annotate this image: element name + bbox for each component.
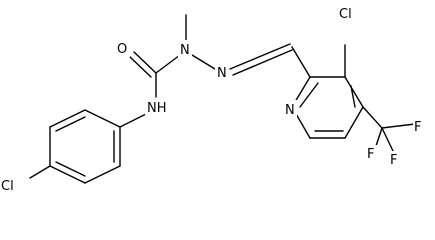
bonds (29, 14, 416, 184)
label-bg-nh (145, 98, 169, 116)
atom-labels: Cl O N N NH N Cl F F F (0, 4, 425, 194)
atom-n2: N (217, 66, 227, 81)
bond-ph-4 (49, 165, 86, 184)
atom-f2: F (367, 147, 374, 162)
bond-ph-1 (84, 109, 121, 128)
atom-n1: N (180, 43, 190, 58)
bond-py-inner-2 (350, 85, 356, 108)
bond-ph-inner-2 (55, 161, 86, 177)
label-bg-f3 (389, 151, 401, 167)
label-bg-f1 (413, 118, 425, 134)
bond-ph-inner-1 (55, 116, 86, 132)
atom-cl-phenyl: Cl (1, 179, 14, 194)
atom-cl-top: Cl (339, 7, 352, 22)
atom-f1: F (414, 120, 421, 135)
bond-c-n1 (155, 54, 181, 74)
bond-ph-2 (49, 109, 86, 128)
bond-c-o-a (133, 51, 157, 74)
bond-n2-ch-a (229, 43, 291, 70)
bond-c-o-b (128, 55, 152, 78)
label-bg-n1 (178, 40, 192, 58)
label-bg-n-py (283, 100, 297, 118)
atom-f3: F (390, 153, 397, 168)
molecule-svg: Cl O N N NH N Cl F F F (0, 4, 425, 194)
bond-py-1 (291, 46, 311, 78)
bond-cf3-f1 (381, 127, 394, 152)
label-bg-f2 (366, 145, 378, 161)
label-bg-cl-bottom (0, 176, 22, 194)
bond-ph-cl (29, 165, 51, 179)
bond-py-3 (344, 76, 364, 108)
bond-ph-5 (84, 165, 121, 184)
bond-cf3-f2 (375, 127, 383, 147)
bond-nh-phenyl (119, 112, 149, 128)
label-bg-o (116, 39, 130, 57)
bond-py-inner-1 (299, 82, 319, 108)
atom-n-pyridine: N (285, 103, 295, 118)
bond-n2-ch-b (232, 49, 293, 76)
bond-cf3-f3 (381, 123, 416, 129)
bond-py-cf3 (362, 106, 383, 129)
structure-diagram: Cl O N N NH N Cl F F F (0, 4, 425, 194)
atom-o: O (117, 42, 127, 57)
bond-n1-n2 (191, 54, 216, 70)
atom-nh: NH (147, 101, 167, 116)
bond-py-4 (344, 106, 364, 139)
label-bg-n2 (215, 63, 229, 81)
label-bg-cl-top (337, 4, 359, 22)
